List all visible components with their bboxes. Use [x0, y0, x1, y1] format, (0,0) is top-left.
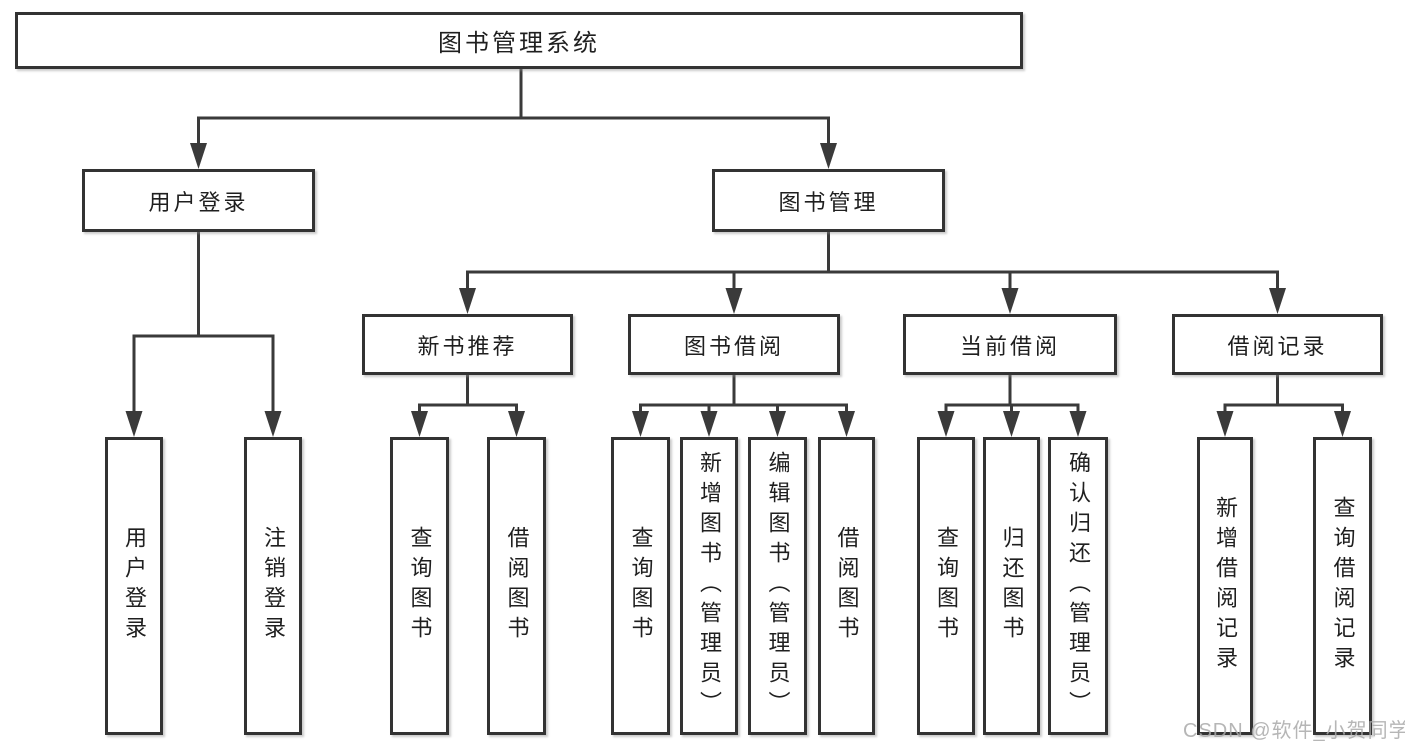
leaf-query-books-current-label: 查询图书 [934, 526, 959, 646]
leaf-add-books-admin-label: 新增图书（管理员） [697, 451, 722, 721]
leaf-add-books-admin: 新增图书（管理员） [680, 437, 738, 735]
leaf-query-books-borrowing: 查询图书 [611, 437, 670, 735]
connector-userlogin-to-leaves [125, 232, 282, 437]
leaf-return-books-label: 归还图书 [999, 526, 1025, 646]
leaf-logout-label: 注销登录 [261, 526, 286, 646]
node-borrowing-records-label: 借阅记录 [1227, 333, 1328, 359]
connector-bookmgmt-to-level3 [459, 232, 1286, 314]
leaf-query-books-borrowing-label: 查询图书 [628, 526, 654, 646]
leaf-confirm-return-admin-label: 确认归还（管理员） [1066, 451, 1091, 721]
watermark: CSDN @软件_小贺同学 [1183, 720, 1405, 742]
node-new-book-recommend-label: 新书推荐 [417, 333, 518, 359]
leaf-add-borrow-record-label: 新增借阅记录 [1213, 496, 1238, 676]
leaf-borrow-books-recommend-label: 借阅图书 [504, 526, 530, 646]
leaf-add-borrow-record: 新增借阅记录 [1197, 437, 1253, 735]
node-library-system-label: 图书管理系统 [438, 30, 600, 57]
leaf-query-books-recommend-label: 查询图书 [407, 526, 433, 646]
leaf-borrow-books-borrowing-label: 借阅图书 [834, 526, 860, 646]
node-current-borrowing: 当前借阅 [903, 314, 1117, 375]
node-book-borrowing: 图书借阅 [628, 314, 840, 375]
node-user-login-label: 用户登录 [148, 189, 249, 215]
leaf-query-books-recommend: 查询图书 [390, 437, 449, 735]
node-book-management-label: 图书管理 [778, 189, 879, 215]
leaf-borrow-books-borrowing: 借阅图书 [818, 437, 875, 735]
connector-bookborrow-to-leaves [632, 375, 855, 437]
leaf-logout: 注销登录 [244, 437, 302, 735]
leaf-return-books: 归还图书 [983, 437, 1040, 735]
leaf-user-login: 用户登录 [105, 437, 163, 735]
connector-newbookrec-to-leaves [411, 375, 525, 437]
connector-currentborrow-to-leaves [937, 375, 1087, 437]
leaf-query-borrow-record: 查询借阅记录 [1313, 437, 1372, 735]
leaf-edit-books-admin: 编辑图书（管理员） [748, 437, 807, 735]
node-borrowing-records: 借阅记录 [1172, 314, 1383, 375]
leaf-query-borrow-record-label: 查询借阅记录 [1330, 496, 1356, 676]
leaf-confirm-return-admin: 确认归还（管理员） [1048, 437, 1108, 735]
node-current-borrowing-label: 当前借阅 [959, 333, 1060, 359]
node-book-management: 图书管理 [712, 169, 945, 232]
node-book-borrowing-label: 图书借阅 [683, 333, 784, 359]
connector-root-to-level2 [190, 69, 837, 169]
leaf-edit-books-admin-label: 编辑图书（管理员） [765, 451, 791, 721]
leaf-borrow-books-recommend: 借阅图书 [487, 437, 546, 735]
leaf-query-books-current: 查询图书 [917, 437, 975, 735]
connector-borrowrecords-to-leaves [1216, 375, 1351, 437]
node-user-login: 用户登录 [82, 169, 315, 232]
node-new-book-recommend: 新书推荐 [362, 314, 573, 375]
node-library-system: 图书管理系统 [15, 12, 1023, 69]
leaf-user-login-label: 用户登录 [122, 526, 147, 646]
